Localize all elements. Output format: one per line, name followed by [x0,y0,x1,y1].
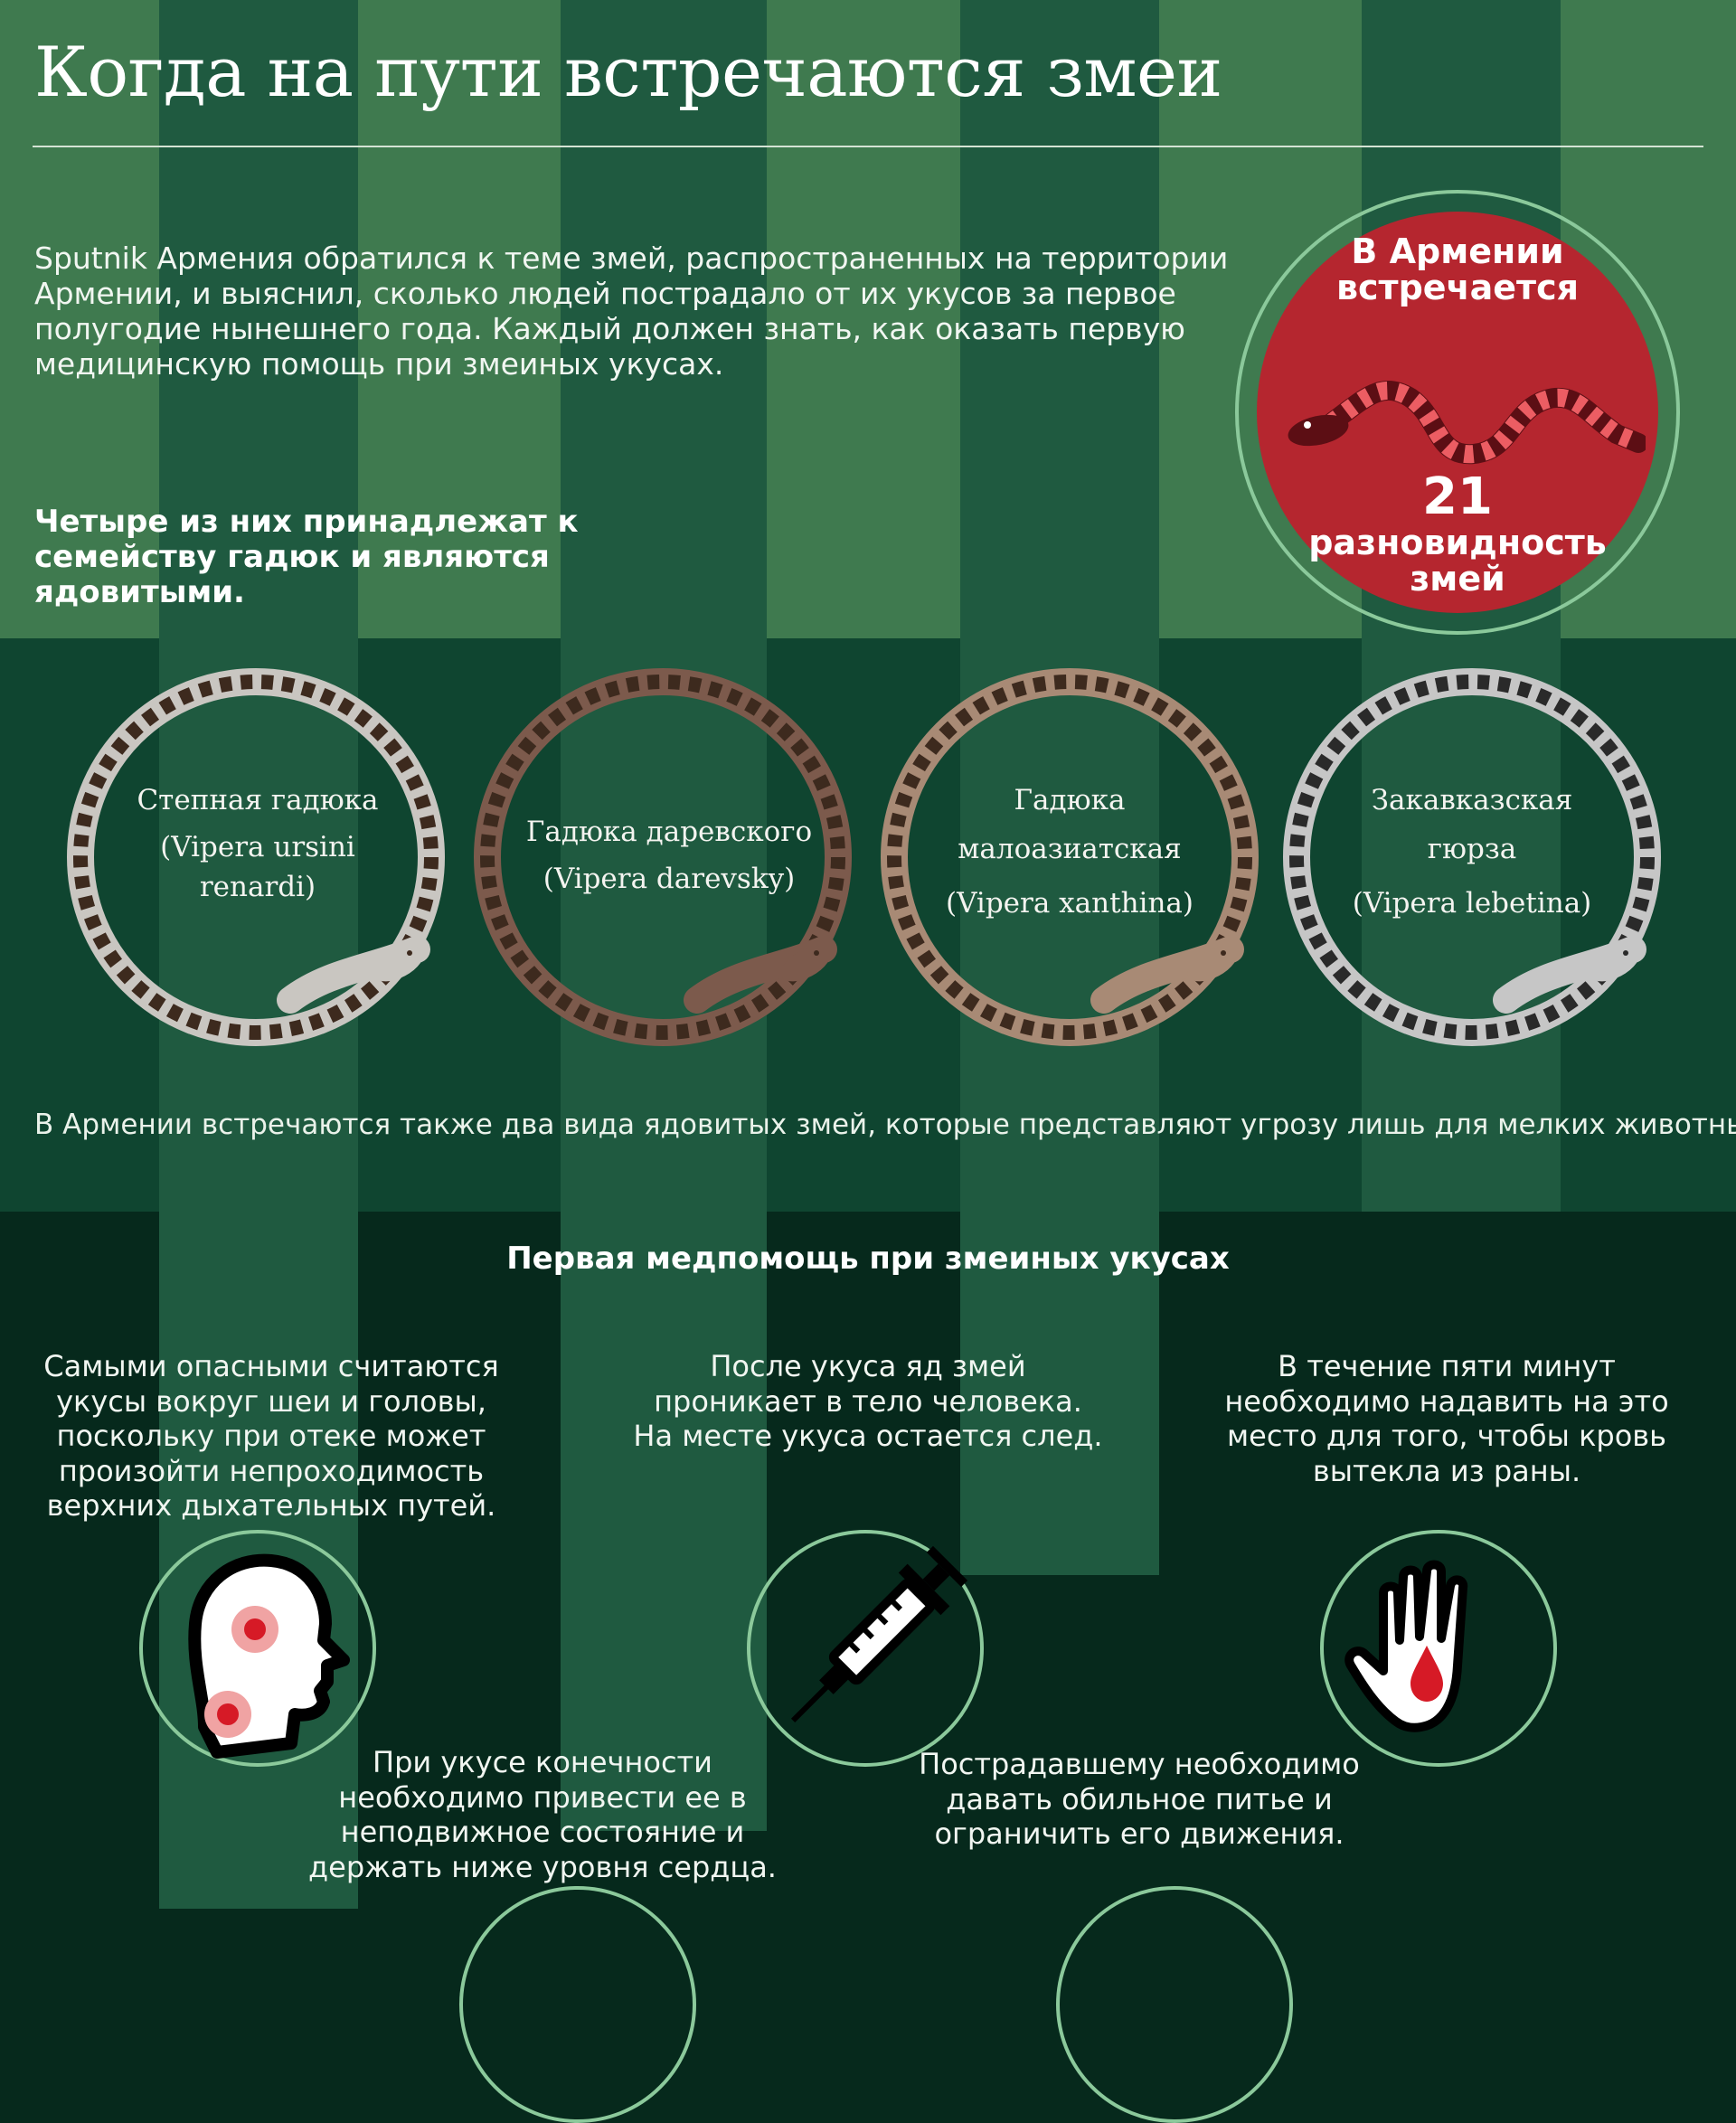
also-note: В Армении встречаются также два вида ядо… [34,1109,1736,1141]
syringe-icon [790,1545,968,1723]
title-divider [33,146,1703,147]
badge-count: 21 [1422,467,1493,526]
hand-blood-icon [1344,1560,1468,1732]
intro-text: Sputnik Армения обратился к теме змей, р… [34,241,1229,382]
partial-icon-ring [1056,1886,1293,2123]
tip-text: При укусе конечности необходимо привести… [308,1745,777,1884]
viper-label: Степная гадюка (Vipera ursini renardi) [137,784,379,903]
tip-text: Пострадавшему необходимо давать обильное… [919,1747,1360,1851]
viper-ring-icon [67,668,445,1046]
snake-icon [1288,380,1646,465]
head-icon-ring [139,1530,376,1767]
tip-text: В течение пяти минут необходимо надавить… [1224,1349,1669,1488]
tip-text: Самыми опасными считаются укусы вокруг ш… [43,1349,499,1523]
syringe-icon-ring [747,1530,984,1767]
badge-subtext: разновидность змей [1308,523,1607,599]
hand-icon-ring [1320,1530,1557,1767]
partial-icon-ring [459,1886,696,2123]
vipers-subheading: Четыре из них принадлежат к семейству га… [34,504,579,610]
first-aid-heading: Первая медпомощь при змеиных укусах [506,1241,1230,1277]
background-stripe [960,0,1159,1575]
viper-label: Гадюка даревского (Vipera darevsky) [525,816,813,895]
viper-label: Гадюка малоазиатская (Vipera xanthina) [945,784,1194,920]
head-bite-icon [188,1553,350,1759]
tip-text: После укуса яд змей проникает в тело чел… [633,1349,1103,1453]
badge-ring [1235,190,1680,635]
viper-ring-icon [1283,668,1661,1046]
viper-ring-icon [881,668,1259,1046]
background-stripe [561,0,767,1831]
viper-label: Закавказская гюрза (Vipera lebetina) [1352,784,1592,920]
page-title: Когда на пути встречаются змеи [34,32,1222,112]
viper-ring-icon [474,668,852,1046]
badge-heading: В Армении встречается [1335,231,1580,307]
